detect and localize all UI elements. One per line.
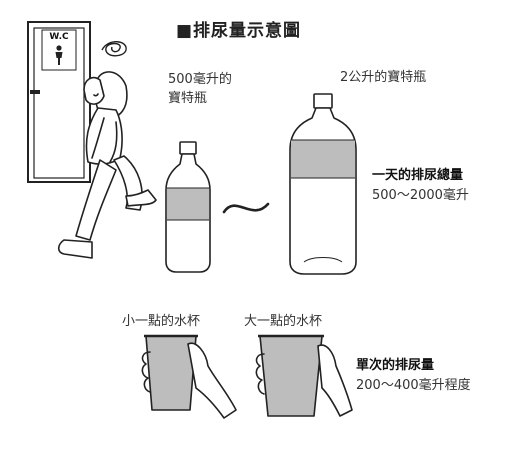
single-volume-amount: 200～400毫升程度 bbox=[356, 378, 471, 393]
daily-total-heading: 一天的排尿總量 bbox=[372, 168, 464, 183]
bottle-500ml-caption-line1: 500毫升的 bbox=[168, 72, 232, 87]
stress-scribble-icon bbox=[101, 41, 127, 57]
tilde-symbol bbox=[222, 202, 270, 214]
cup-small bbox=[144, 334, 198, 411]
hand-holding-large-cup bbox=[255, 344, 353, 417]
daily-total-amount: 500～2000毫升 bbox=[372, 188, 469, 203]
door-sign-text: W.C bbox=[49, 32, 69, 42]
hand-holding-small-cup bbox=[141, 342, 237, 419]
toilet-person-icon bbox=[55, 45, 63, 65]
woman-illustration bbox=[57, 71, 157, 259]
cup-large-caption: 大一點的水杯 bbox=[244, 314, 323, 329]
page-title: ■排尿量示意圖 bbox=[176, 21, 302, 41]
bottle-2l-caption: 2公升的寶特瓶 bbox=[340, 70, 427, 85]
bottle-500ml bbox=[165, 141, 211, 273]
cup-large bbox=[258, 334, 324, 417]
bottle-500ml-caption: 500毫升的 寶特瓶 bbox=[168, 70, 232, 108]
cup-small-caption: 小一點的水杯 bbox=[122, 314, 201, 329]
single-volume-heading: 單次的排尿量 bbox=[356, 358, 435, 373]
bottle-2l bbox=[289, 93, 357, 275]
bottle-500ml-caption-line2: 寶特瓶 bbox=[168, 91, 208, 106]
